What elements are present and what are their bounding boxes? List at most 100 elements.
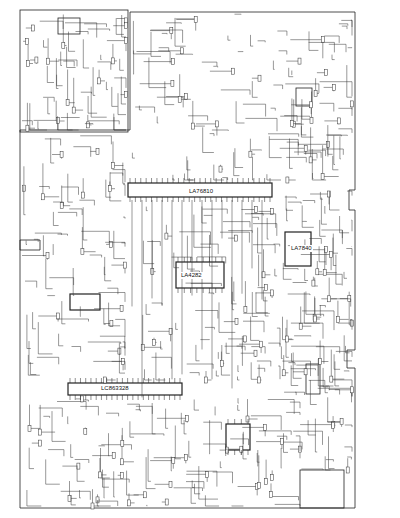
wire <box>185 174 194 181</box>
wire <box>306 292 314 315</box>
wire <box>80 406 98 415</box>
ic-pin <box>75 395 76 400</box>
wire <box>257 368 264 372</box>
wire <box>157 418 187 422</box>
wire <box>47 295 55 296</box>
wire <box>103 470 109 488</box>
wire <box>320 103 334 111</box>
wire <box>107 41 126 52</box>
ic-part-number: LA76810 <box>188 188 214 195</box>
wire <box>251 214 263 216</box>
wire <box>303 201 315 204</box>
wire <box>155 484 171 487</box>
ic-pin <box>117 378 118 383</box>
wire <box>150 461 173 469</box>
resistor-symbol <box>254 350 257 356</box>
wire <box>53 244 54 255</box>
wire <box>194 215 211 248</box>
wire <box>40 405 55 432</box>
ic-pin <box>222 257 223 262</box>
wire <box>212 130 228 132</box>
wire <box>27 490 41 506</box>
resistor-symbol <box>249 151 252 157</box>
wire <box>203 444 226 456</box>
ic-pin <box>85 378 86 383</box>
wire <box>37 357 59 364</box>
ic-body <box>70 294 100 310</box>
ic-pin <box>200 178 201 183</box>
resistor-symbol <box>172 458 175 464</box>
wire <box>257 361 271 366</box>
wire <box>278 366 280 379</box>
ic-pin <box>264 178 265 183</box>
wire <box>347 65 352 97</box>
ic-pin <box>130 178 131 183</box>
wire <box>281 448 282 468</box>
resistor-symbol <box>84 429 87 435</box>
ic-pin <box>156 178 157 183</box>
wire <box>146 457 155 489</box>
ic-pin <box>169 395 170 400</box>
ic-pin <box>253 197 254 202</box>
resistor-symbol <box>169 481 172 487</box>
wire <box>38 322 52 354</box>
resistor-symbol <box>27 61 30 67</box>
ic-pin <box>169 378 170 383</box>
wire <box>268 134 299 137</box>
wire <box>152 240 155 271</box>
wire <box>34 239 38 242</box>
resistor-symbol <box>314 90 317 96</box>
wire <box>286 61 299 64</box>
wire <box>179 232 210 245</box>
resistor-symbol <box>219 166 222 172</box>
wire <box>241 353 256 357</box>
wire <box>230 439 248 445</box>
wire <box>71 444 74 457</box>
resistor-symbol <box>265 479 268 485</box>
wire <box>280 148 306 154</box>
ic-pin <box>151 197 152 202</box>
wire <box>139 106 142 110</box>
resistor-symbol <box>169 328 172 334</box>
wire <box>74 78 83 110</box>
resistor-symbol <box>286 177 289 183</box>
wire <box>267 218 268 239</box>
resistor-symbol <box>235 235 238 241</box>
resistor-symbol <box>309 157 312 163</box>
wire <box>210 134 214 137</box>
wire <box>194 400 199 411</box>
wire <box>316 347 340 354</box>
wire <box>49 278 73 285</box>
wire <box>99 293 126 302</box>
wire <box>192 200 193 296</box>
wire <box>88 96 97 113</box>
ic-pin <box>85 395 86 400</box>
wire <box>234 152 240 175</box>
wire <box>287 209 288 221</box>
wire <box>166 409 169 429</box>
ic-pin <box>210 178 211 183</box>
resistor-symbol <box>310 117 313 123</box>
wire <box>285 197 296 199</box>
wire <box>344 370 349 371</box>
wire <box>333 156 339 170</box>
ic-pin <box>200 197 201 202</box>
resistor-symbol <box>328 296 331 302</box>
wire <box>187 364 213 369</box>
wire <box>201 244 219 254</box>
wire <box>216 371 219 376</box>
wire <box>210 71 233 73</box>
wire <box>210 235 219 266</box>
wire <box>46 459 60 484</box>
wire <box>253 245 275 254</box>
ic-pin <box>248 419 249 424</box>
wire <box>329 44 346 52</box>
wire <box>331 350 344 380</box>
wire <box>195 484 201 494</box>
wire <box>51 138 55 163</box>
resistor-symbol <box>121 472 124 478</box>
wire <box>318 388 352 402</box>
resistor-symbol <box>328 191 331 197</box>
wire <box>253 157 254 180</box>
wire <box>140 84 173 86</box>
